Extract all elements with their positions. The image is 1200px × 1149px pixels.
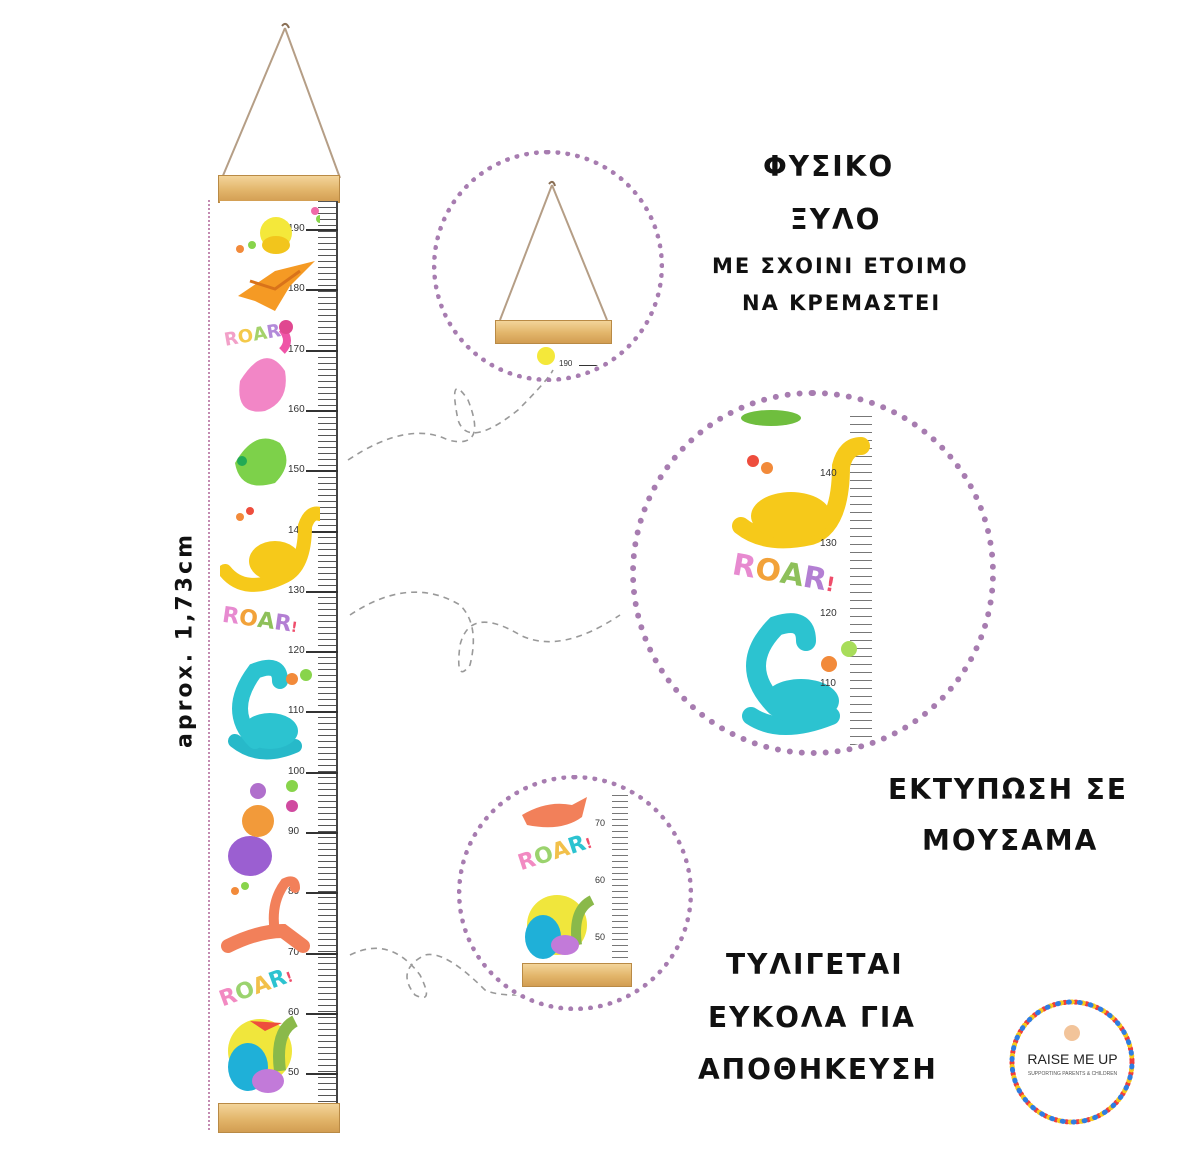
zoom-mid-label-120: 120 <box>820 608 837 619</box>
dimension-label: aprox. 1,73cm <box>172 531 198 749</box>
zoom-roll-label-70: 70 <box>595 818 606 828</box>
scale-major-tick <box>306 590 338 593</box>
logo-title: RAISE ME UP <box>1027 1051 1118 1067</box>
logo-tagline: SUPPORTING PARENTS & CHILDREN <box>1027 1071 1118 1077</box>
zoom-ruler <box>850 416 872 746</box>
scale-major-tick <box>306 409 338 412</box>
dashed-connectors <box>347 369 621 999</box>
zoom-circle-roll: ROAR! 70 60 50 <box>457 775 693 1011</box>
scale-label: 60 <box>288 1006 300 1018</box>
zoom-roll-label-60: 60 <box>595 875 606 885</box>
dinosaur-illustrations <box>220 207 320 1093</box>
feature-rope-line1: ΜΕ ΣΧΟΙΝΙ ΕΤΟΙΜΟ <box>712 254 969 278</box>
scale-label: 190 <box>288 223 305 234</box>
feature-print-line1: ΕΚΤΥΠΩΣΗ ΣΕ <box>888 773 1128 806</box>
zoom-roll-ruler <box>612 795 628 960</box>
feature-roll-line2: ΕΥΚΟΛΑ ΓΙΑ <box>708 1001 916 1034</box>
dimension-line <box>208 200 210 1130</box>
scale-label: 130 <box>288 584 305 596</box>
scale-label: 100 <box>288 765 305 777</box>
feature-print-line2: ΜΟΥΣΑΜΑ <box>922 824 1099 857</box>
scale-label: 120 <box>288 645 305 657</box>
scale-label: 160 <box>288 403 305 415</box>
scale-major-tick <box>306 229 338 231</box>
feature-roll-line3: ΑΠΟΘΗΚΕΥΣΗ <box>698 1053 938 1086</box>
scale-major-tick <box>306 470 338 473</box>
scale-label: 140 <box>288 524 305 536</box>
scale-major-tick <box>306 530 338 533</box>
scale-label: 50 <box>288 1067 300 1079</box>
scale-major-tick <box>306 771 338 774</box>
zoom-mid-label-140: 140 <box>820 468 837 479</box>
zoom-circle-print: ROAR! 140 130 120 110 <box>630 390 996 756</box>
zoom-roll-dinos <box>522 797 595 959</box>
scale-major-tick <box>306 289 338 292</box>
scale-major-tick <box>306 1012 338 1015</box>
zoom-mid-label-130: 130 <box>820 538 837 549</box>
zoom-dinosaurs <box>732 410 870 735</box>
feature-wood-line2: ΞΥΛΟ <box>790 203 882 236</box>
scale-major-tick <box>306 349 338 352</box>
feature-rope-line2: ΝΑ ΚΡΕΜΑΣΤΕΙ <box>742 291 942 315</box>
rope-hanger <box>221 22 341 179</box>
scale-major-tick <box>306 832 338 834</box>
rope-detail <box>499 180 608 321</box>
scale-label: 70 <box>288 946 300 958</box>
zoom-roll-label-50: 50 <box>595 932 606 942</box>
scale-label: 90 <box>288 826 300 837</box>
rod-detail <box>495 320 612 344</box>
scale-label: 170 <box>288 343 305 355</box>
scale-major-tick <box>306 651 338 654</box>
scale-major-tick <box>306 1073 338 1076</box>
scale-major-tick <box>306 711 338 714</box>
bottom-wooden-rod <box>218 1103 340 1133</box>
scale-label: 110 <box>288 705 304 717</box>
zoom-mid-label-110: 110 <box>820 678 836 689</box>
top-wooden-rod <box>218 175 340 203</box>
feature-roll-line1: ΤΥΛΙΓΕΤΑΙ <box>726 948 904 981</box>
baby-icon <box>1064 1025 1080 1041</box>
logo-dot-ring <box>1009 999 1135 1125</box>
small-egg-icon <box>537 347 555 365</box>
zoom-roll-rod <box>522 963 632 987</box>
scale-label: 180 <box>288 283 305 295</box>
scale-major-tick <box>306 892 338 895</box>
scale-label: 150 <box>288 464 305 476</box>
scale-major-tick <box>306 952 338 955</box>
zoom-circle-rope: 190 <box>432 150 664 382</box>
zoom-top-label: 190 <box>559 359 573 368</box>
zoom-top-tick <box>579 365 603 366</box>
brand-logo: RAISE ME UP SUPPORTING PARENTS & CHILDRE… <box>1005 995 1140 1130</box>
feature-wood-line1: ΦΥΣΙΚΟ <box>763 150 895 183</box>
